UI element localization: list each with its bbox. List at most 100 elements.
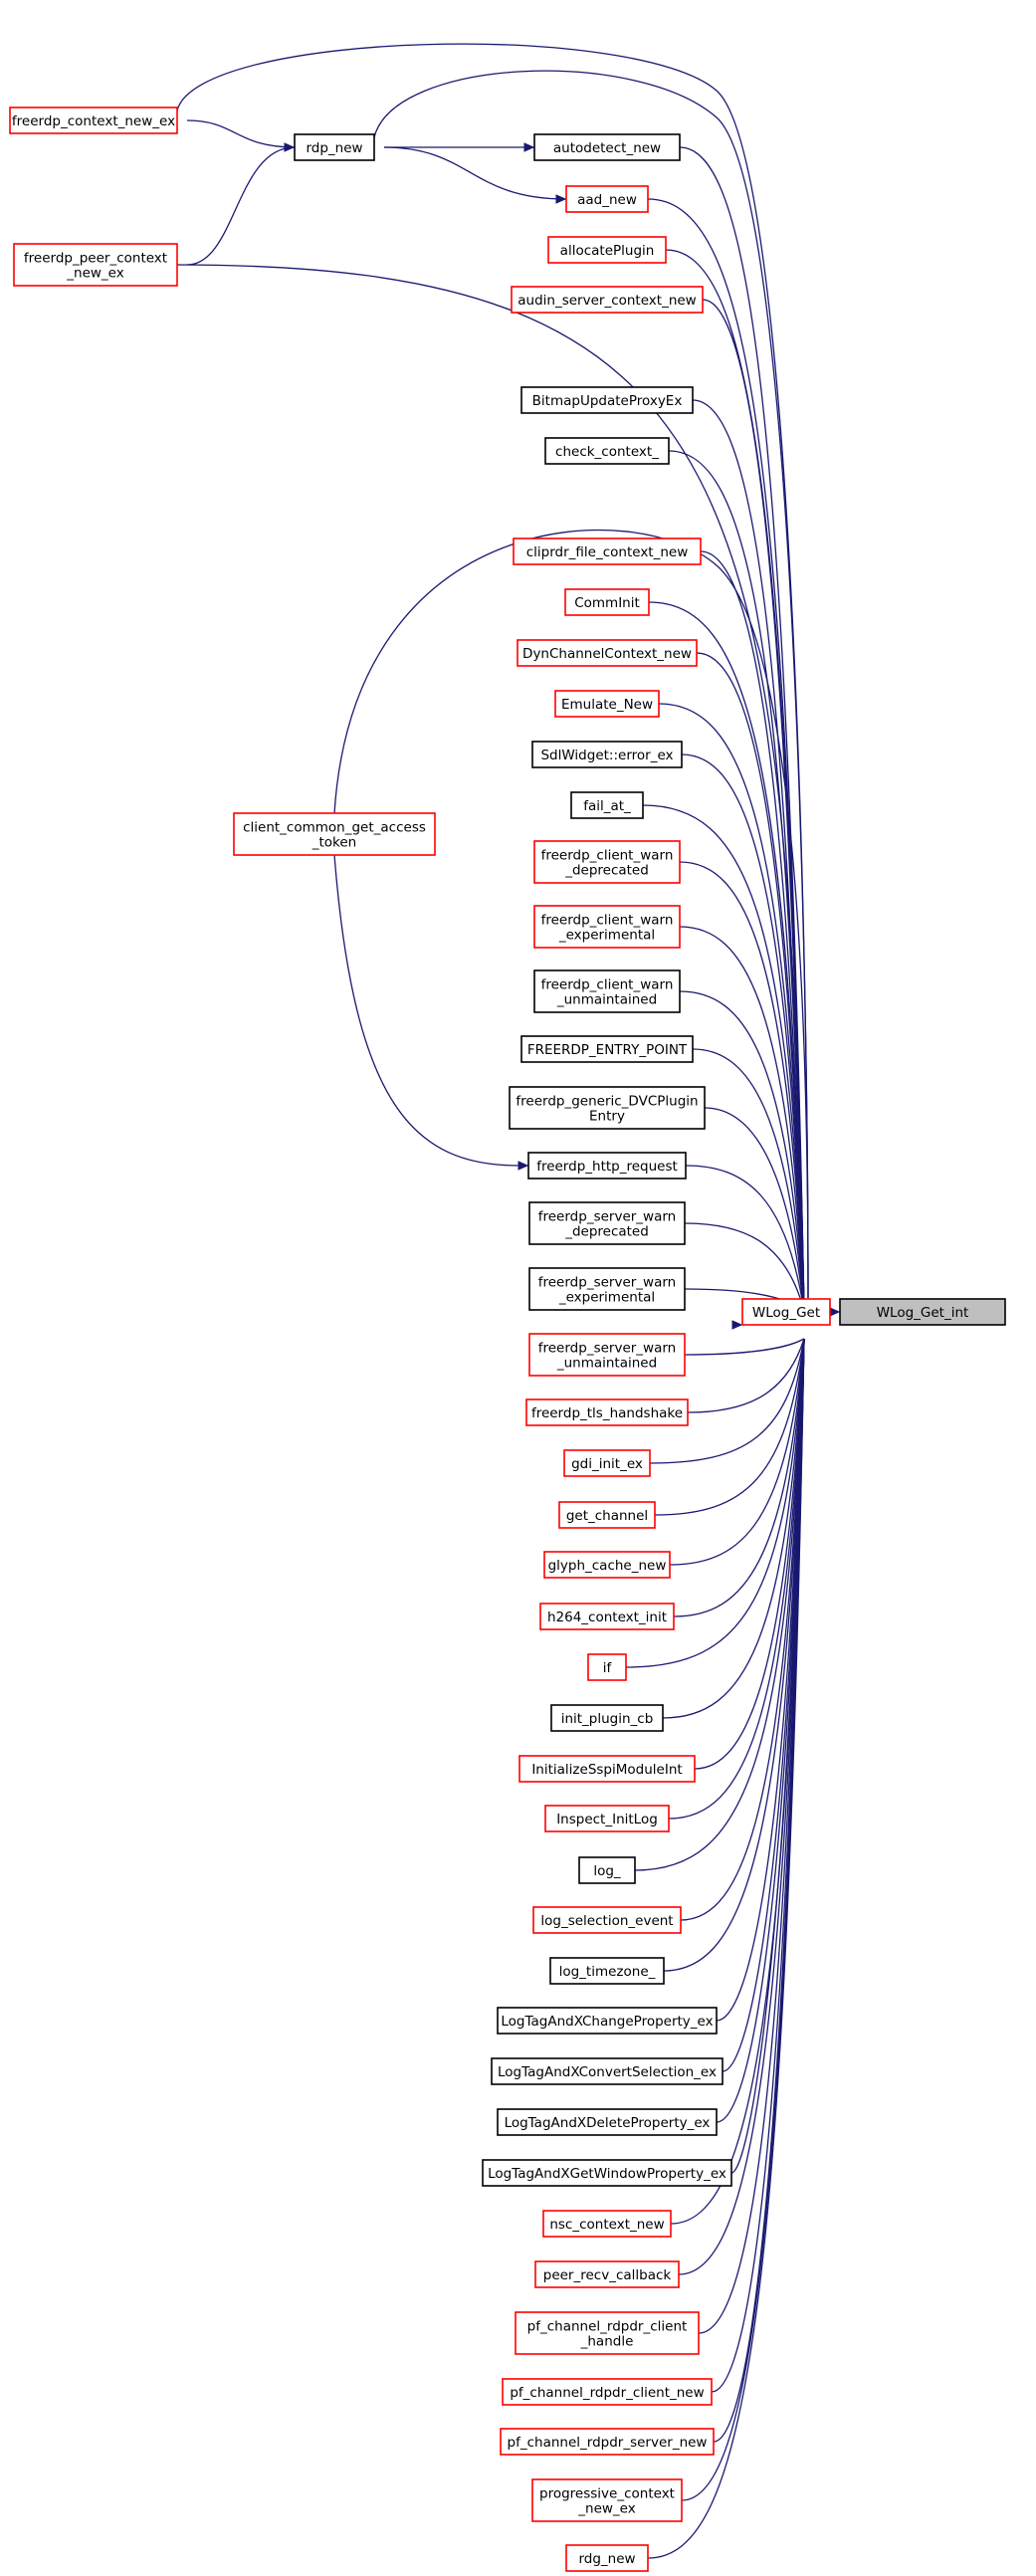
node-allocateplugin[interactable]: allocatePlugin [547, 236, 667, 264]
edge-log-timezone--to-wlog-get [663, 1338, 805, 1972]
node-audin-server-context-new[interactable]: audin_server_context_new [511, 286, 704, 314]
node-log-timezone-[interactable]: log_timezone_ [549, 1957, 665, 1985]
node-pf-channel-rdpdr-client-handle[interactable]: pf_channel_rdpdr_client_handle [515, 2311, 700, 2355]
node-sdlwidget-error-ex[interactable]: SdlWidget::error_ex [531, 741, 683, 768]
node-freerdp-client-warn-unmaintained[interactable]: freerdp_client_warn_unmaintained [533, 969, 681, 1013]
node-nsc-context-new[interactable]: nsc_context_new [542, 2210, 672, 2238]
node-box [533, 840, 681, 884]
node-rdg-new[interactable]: rdg_new [565, 2544, 649, 2572]
node-label: fail_at_ [583, 798, 631, 814]
edge-dynchannelcontext-new-to-wlog-get [696, 652, 805, 1312]
node-label: freerdp_generic_DVCPlugin [516, 1094, 698, 1110]
node-gdi-init-ex[interactable]: gdi_init_ex [563, 1449, 651, 1477]
node-label: _deprecated [564, 863, 649, 879]
edge-freerdp-entry-point-to-wlog-get [692, 1048, 805, 1312]
node-wlog-get-int[interactable]: WLog_Get_int [839, 1298, 1006, 1326]
node-peer-recv-callback[interactable]: peer_recv_callback [534, 2260, 680, 2288]
node-inspect-initlog[interactable]: Inspect_InitLog [544, 1805, 670, 1832]
node-freerdp-tls-handshake[interactable]: freerdp_tls_handshake [525, 1398, 689, 1426]
node-freerdp-entry-point[interactable]: FREERDP_ENTRY_POINT [520, 1035, 694, 1063]
node-freerdp-server-warn-deprecated[interactable]: freerdp_server_warn_deprecated [528, 1201, 686, 1245]
node-fail-at-[interactable]: fail_at_ [570, 791, 644, 819]
node-label: rdp_new [306, 140, 362, 156]
edge-peer-recv-callback-to-wlog-get [678, 1338, 805, 2275]
edge-client-common-get-access-token-to-wlog-get [333, 529, 809, 1299]
node-freerdp-context-new-ex[interactable]: freerdp_context_new_ex [9, 107, 178, 134]
node-freerdp-peer-context-new-ex[interactable]: freerdp_peer_context_new_ex [13, 243, 178, 287]
node-box [533, 905, 681, 949]
node-label: freerdp_client_warn [541, 848, 674, 864]
node-box [497, 2007, 718, 2035]
node-if[interactable]: if [587, 1653, 627, 1681]
node-check-context-[interactable]: check_context_ [544, 437, 670, 465]
node-rdp-new[interactable]: rdp_new [294, 133, 375, 161]
node-label: peer_recv_callback [543, 2267, 672, 2283]
node-freerdp-http-request[interactable]: freerdp_http_request [527, 1152, 687, 1180]
node-h264-context-init[interactable]: h264_context_init [539, 1603, 675, 1630]
node-freerdp-server-warn-unmaintained[interactable]: freerdp_server_warn_unmaintained [528, 1333, 686, 1377]
node-label: DynChannelContext_new [522, 646, 692, 662]
node-box [9, 107, 178, 134]
edge-client-common-get-access-token-to-freerdp-http-request [333, 854, 519, 1167]
node-init-plugin-cb[interactable]: init_plugin_cb [550, 1704, 664, 1732]
node-dynchannelcontext-new[interactable]: DynChannelContext_new [517, 639, 698, 667]
arrowhead-to-freerdp-http-request [518, 1161, 529, 1171]
node-box [527, 1152, 687, 1180]
node-emulate-new[interactable]: Emulate_New [554, 690, 660, 718]
node-cliprdr-file-context-new[interactable]: cliprdr_file_context_new [513, 537, 702, 565]
node-logtagandxchangeproperty-ex[interactable]: LogTagAndXChangeProperty_ex [497, 2007, 718, 2035]
node-box [528, 1201, 686, 1245]
node-aad-new[interactable]: aad_new [565, 185, 649, 213]
node-box [565, 2544, 649, 2572]
node-get-channel[interactable]: get_channel [558, 1501, 656, 1529]
node-label: audin_server_context_new [518, 293, 696, 309]
node-logtagandxdeleteproperty-ex[interactable]: LogTagAndXDeleteProperty_ex [497, 2108, 718, 2136]
node-label: cliprdr_file_context_new [526, 544, 689, 560]
node-log-[interactable]: log_ [578, 1856, 636, 1884]
edge-pf-channel-rdpdr-client-handle-to-wlog-get [698, 1338, 805, 2334]
node-label: log_selection_event [540, 1913, 673, 1929]
node-label: WLog_Get_int [877, 1305, 969, 1321]
node-log-selection-event[interactable]: log_selection_event [532, 1906, 682, 1934]
node-box [520, 1035, 694, 1063]
node-label: glyph_cache_new [548, 1558, 667, 1574]
node-autodetect-new[interactable]: autodetect_new [533, 133, 681, 161]
node-progressive-context-new-ex[interactable]: progressive_context_new_ex [531, 2478, 683, 2522]
node-pf-channel-rdpdr-client-new[interactable]: pf_channel_rdpdr_client_new [502, 2378, 713, 2406]
node-pf-channel-rdpdr-server-new[interactable]: pf_channel_rdpdr_server_new [500, 2428, 715, 2456]
node-box [544, 1805, 670, 1832]
node-label: _experimental [558, 928, 655, 944]
node-box [565, 185, 649, 213]
node-box [518, 1755, 696, 1783]
node-freerdp-client-warn-experimental[interactable]: freerdp_client_warn_experimental [533, 905, 681, 949]
node-label: if [603, 1660, 613, 1676]
node-box [528, 1333, 686, 1377]
node-logtagandxgetwindowproperty-ex[interactable]: LogTagAndXGetWindowProperty_ex [482, 2159, 732, 2187]
node-box [233, 812, 436, 856]
node-comminit[interactable]: CommInit [564, 588, 650, 616]
node-label: allocatePlugin [560, 243, 655, 259]
node-label: FREERDP_ENTRY_POINT [527, 1042, 688, 1058]
node-label: CommInit [574, 595, 640, 611]
edge-freerdp-client-warn-unmaintained-to-wlog-get [679, 990, 805, 1312]
node-label: autodetect_new [553, 140, 661, 156]
node-bitmapupdateproxyex[interactable]: BitmapUpdateProxyEx [520, 386, 694, 414]
node-label: rdg_new [578, 2551, 635, 2567]
node-label: freerdp_tls_handshake [531, 1405, 683, 1421]
node-freerdp-client-warn-deprecated[interactable]: freerdp_client_warn_deprecated [533, 840, 681, 884]
node-glyph-cache-new[interactable]: glyph_cache_new [543, 1551, 671, 1579]
node-box [515, 2311, 700, 2355]
edge-emulate-new-to-wlog-get [658, 703, 805, 1312]
edge-logtagandxconvertselection-ex-to-wlog-get [722, 1338, 805, 2072]
node-initializesspimoduleint[interactable]: InitializeSspiModuleInt [518, 1755, 696, 1783]
node-box [531, 2478, 683, 2522]
node-label: freerdp_http_request [536, 1159, 678, 1175]
node-client-common-get-access-token[interactable]: client_common_get_access_token [233, 812, 436, 856]
node-freerdp-server-warn-experimental[interactable]: freerdp_server_warn_experimental [528, 1267, 686, 1311]
node-logtagandxconvertselection-ex[interactable]: LogTagAndXConvertSelection_ex [491, 2057, 724, 2085]
node-box [558, 1501, 656, 1529]
edge-freerdp-peer-context-new-ex-to-rdp-new [186, 146, 296, 266]
node-wlog-get[interactable]: WLog_Get [741, 1298, 831, 1326]
edge-logtagandxdeleteproperty-ex-to-wlog-get [716, 1338, 805, 2123]
